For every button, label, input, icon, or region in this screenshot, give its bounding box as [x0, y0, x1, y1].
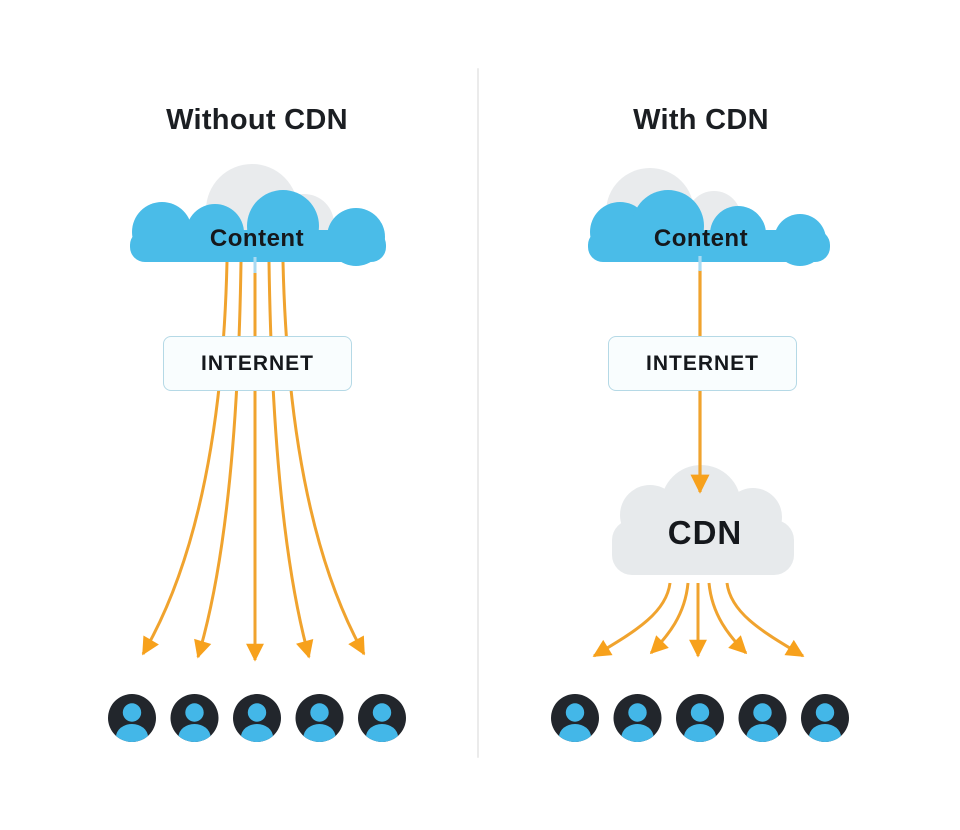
user-icon	[358, 694, 406, 750]
internet-box-left: INTERNET	[163, 336, 352, 391]
direct-arrows-left	[141, 257, 366, 662]
users-row-right	[551, 694, 849, 750]
arrow-line	[281, 261, 366, 656]
arrow-line	[649, 582, 690, 655]
user-icon	[108, 694, 156, 750]
internet-box-right: INTERNET	[608, 336, 797, 391]
content-cloud-icon-right	[588, 168, 830, 266]
user-icon	[233, 694, 281, 750]
content-cloud-icon-left	[130, 164, 386, 266]
fanout-arrows-right	[592, 582, 805, 658]
arrow-line	[141, 261, 229, 656]
users-row-left	[108, 694, 406, 750]
content-cloud-label-right: Content	[653, 225, 749, 252]
user-icon	[801, 694, 849, 750]
user-icon	[551, 694, 599, 750]
content-cloud-label-left: Content	[209, 225, 305, 252]
panel-title-without-cdn: Without CDN	[166, 104, 348, 136]
cdn-cloud-label: CDN	[667, 514, 743, 551]
arrow-line	[592, 582, 672, 658]
arrow-line	[725, 582, 805, 658]
user-icon	[614, 694, 662, 750]
internet-box-label-right: INTERNET	[646, 351, 759, 375]
user-icon	[739, 694, 787, 750]
panel-title-with-cdn: With CDN	[633, 104, 769, 136]
arrow-line	[194, 261, 243, 659]
user-icon	[171, 694, 219, 750]
panel-divider	[477, 68, 479, 758]
internet-box-label-left: INTERNET	[201, 351, 314, 375]
user-icon	[676, 694, 724, 750]
user-icon	[296, 694, 344, 750]
cdn-cloud-icon	[612, 465, 794, 575]
arrow-line	[267, 261, 314, 659]
arrow-line	[707, 582, 748, 655]
